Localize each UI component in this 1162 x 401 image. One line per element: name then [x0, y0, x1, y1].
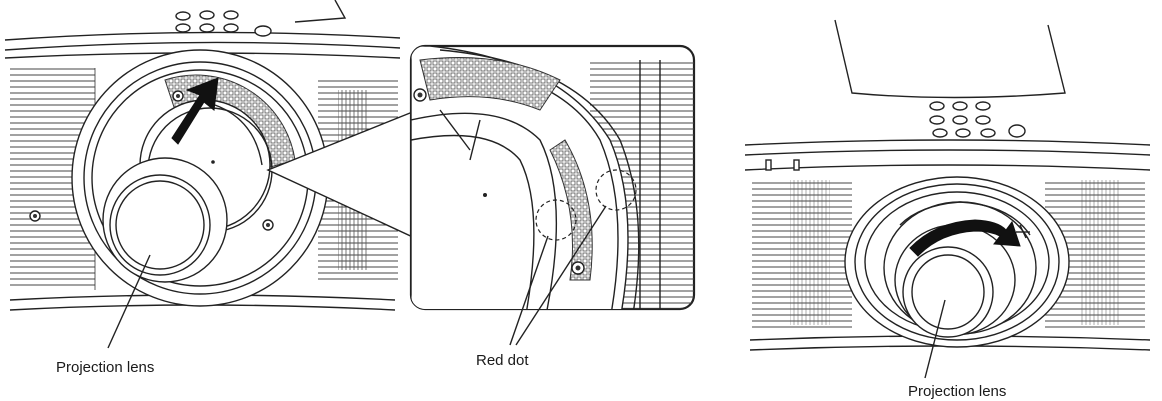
red-dot-marker-housing [595, 169, 637, 211]
red-dot-leader-2 [515, 205, 607, 346]
right-lens-front [902, 246, 994, 338]
control-buttons-right [929, 101, 1026, 138]
lens-front [102, 157, 228, 283]
zoom-inset [409, 44, 696, 311]
red-dot-marker-lens [535, 199, 577, 241]
left-lens-label: Projection lens [56, 359, 154, 376]
arrow-up-right-icon [171, 77, 219, 145]
control-buttons [175, 10, 272, 37]
right-lens-leader [924, 299, 946, 379]
left-lens-leader [107, 254, 151, 349]
curved-arrow-clockwise-icon [909, 219, 1021, 257]
right-projector-illustration [744, 19, 1151, 379]
right-lens-label: Projection lens [908, 383, 1006, 400]
red-dot-leader-1 [509, 235, 549, 346]
red-dot-label: Red dot [476, 352, 529, 369]
